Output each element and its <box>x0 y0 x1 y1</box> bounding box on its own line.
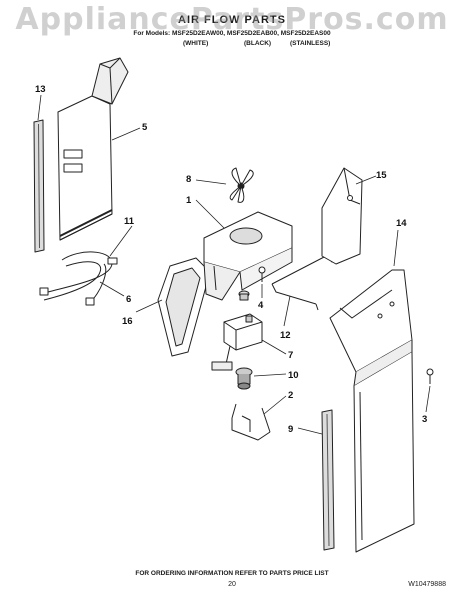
part-7-fan-motor <box>211 313 263 371</box>
part-4-screw <box>258 266 266 282</box>
callout-11: 11 <box>124 216 135 227</box>
callout-6: 6 <box>126 294 131 305</box>
callout-15: 15 <box>376 170 387 181</box>
part-3-screw <box>426 368 434 384</box>
part-11-wire-harness <box>39 251 118 306</box>
part-8-fan-blade <box>229 167 254 203</box>
callout-8: 8 <box>186 174 191 185</box>
callout-4: 4 <box>258 300 264 311</box>
callout-1: 1 <box>186 195 192 206</box>
callout-3: 3 <box>422 414 427 425</box>
part-10-motor-mount <box>235 367 253 390</box>
part-13-gasket <box>33 119 45 253</box>
callout-13: 13 <box>35 84 46 95</box>
variant-stainless: (STAINLESS) <box>290 40 331 47</box>
part-9-foam-strip <box>321 409 335 551</box>
callout-14: 14 <box>396 218 407 229</box>
callout-7: 7 <box>288 350 293 361</box>
callout-10: 10 <box>288 370 299 381</box>
part-1-fan-housing <box>203 211 293 301</box>
page-title: AIR FLOW PARTS <box>178 14 286 26</box>
part-14-evaporator-cover <box>329 269 415 553</box>
callout-12: 12 <box>280 330 291 341</box>
ordering-footer: FOR ORDERING INFORMATION REFER TO PARTS … <box>135 570 329 577</box>
part-15-divider-panel <box>321 167 363 265</box>
leader-lines <box>37 94 431 435</box>
part-16-inlet-frame <box>157 257 211 357</box>
callout-9: 9 <box>288 424 293 435</box>
variant-black: (BLACK) <box>244 40 272 47</box>
part-5-air-duct-panel <box>57 57 129 241</box>
motor-grommet <box>238 290 250 301</box>
callout-2: 2 <box>288 390 293 401</box>
part-2-bracket <box>231 403 271 441</box>
callout-5: 5 <box>142 122 148 133</box>
document-number: W10479888 <box>408 581 446 588</box>
page-number: 20 <box>228 581 236 588</box>
callout-16: 16 <box>122 316 133 327</box>
variant-white: (WHITE) <box>183 40 209 47</box>
models-line: For Models: MSF25D2EAW00, MSF25D2EAB00, … <box>133 30 331 37</box>
